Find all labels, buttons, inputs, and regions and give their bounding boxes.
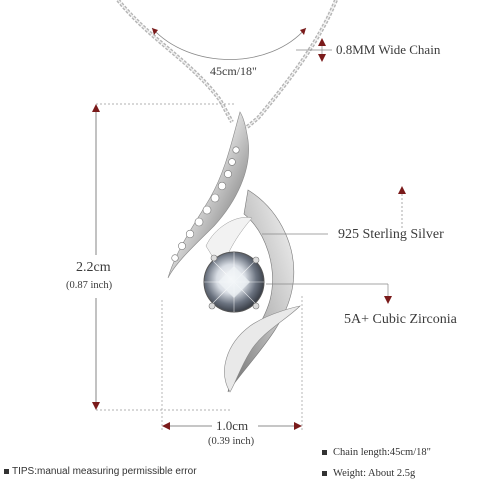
spec-text: Chain length:45cm/18"	[333, 447, 431, 458]
chain-length-arc	[151, 27, 307, 60]
bullet-icon	[322, 450, 327, 455]
material-leader	[262, 186, 406, 235]
width-dimension	[161, 296, 303, 432]
spec-weight: Weight: About 2.5g	[322, 468, 415, 479]
stone-label: 5A+ Cubic Zirconia	[344, 312, 457, 327]
spec-text: Weight: About 2.5g	[333, 468, 416, 479]
chain-width-leader	[296, 38, 332, 62]
pendant-height-label: 2.2cm	[76, 260, 111, 275]
height-dimension	[92, 103, 236, 411]
spec-chain-length: Chain length:45cm/18"	[322, 447, 431, 458]
chain	[116, 0, 338, 130]
pendant-width-inch-label: (0.39 inch)	[208, 436, 255, 447]
bullet-icon	[4, 469, 9, 474]
bullet-icon	[322, 471, 327, 476]
tips-note: TIPS: manual measuring permissible error	[4, 466, 197, 477]
tips-prefix: TIPS:	[12, 466, 38, 477]
pendant	[167, 111, 301, 393]
tips-text: manual measuring permissible error	[37, 466, 197, 477]
stone-leader	[266, 283, 392, 304]
material-label: 925 Sterling Silver	[338, 227, 444, 242]
pendant-width-label: 1.0cm	[216, 418, 249, 433]
chain-length-label: 45cm/18"	[210, 64, 257, 78]
pendant-height-inch-label: (0.87 inch)	[66, 280, 113, 291]
chain-width-label: 0.8MM Wide Chain	[336, 42, 441, 57]
